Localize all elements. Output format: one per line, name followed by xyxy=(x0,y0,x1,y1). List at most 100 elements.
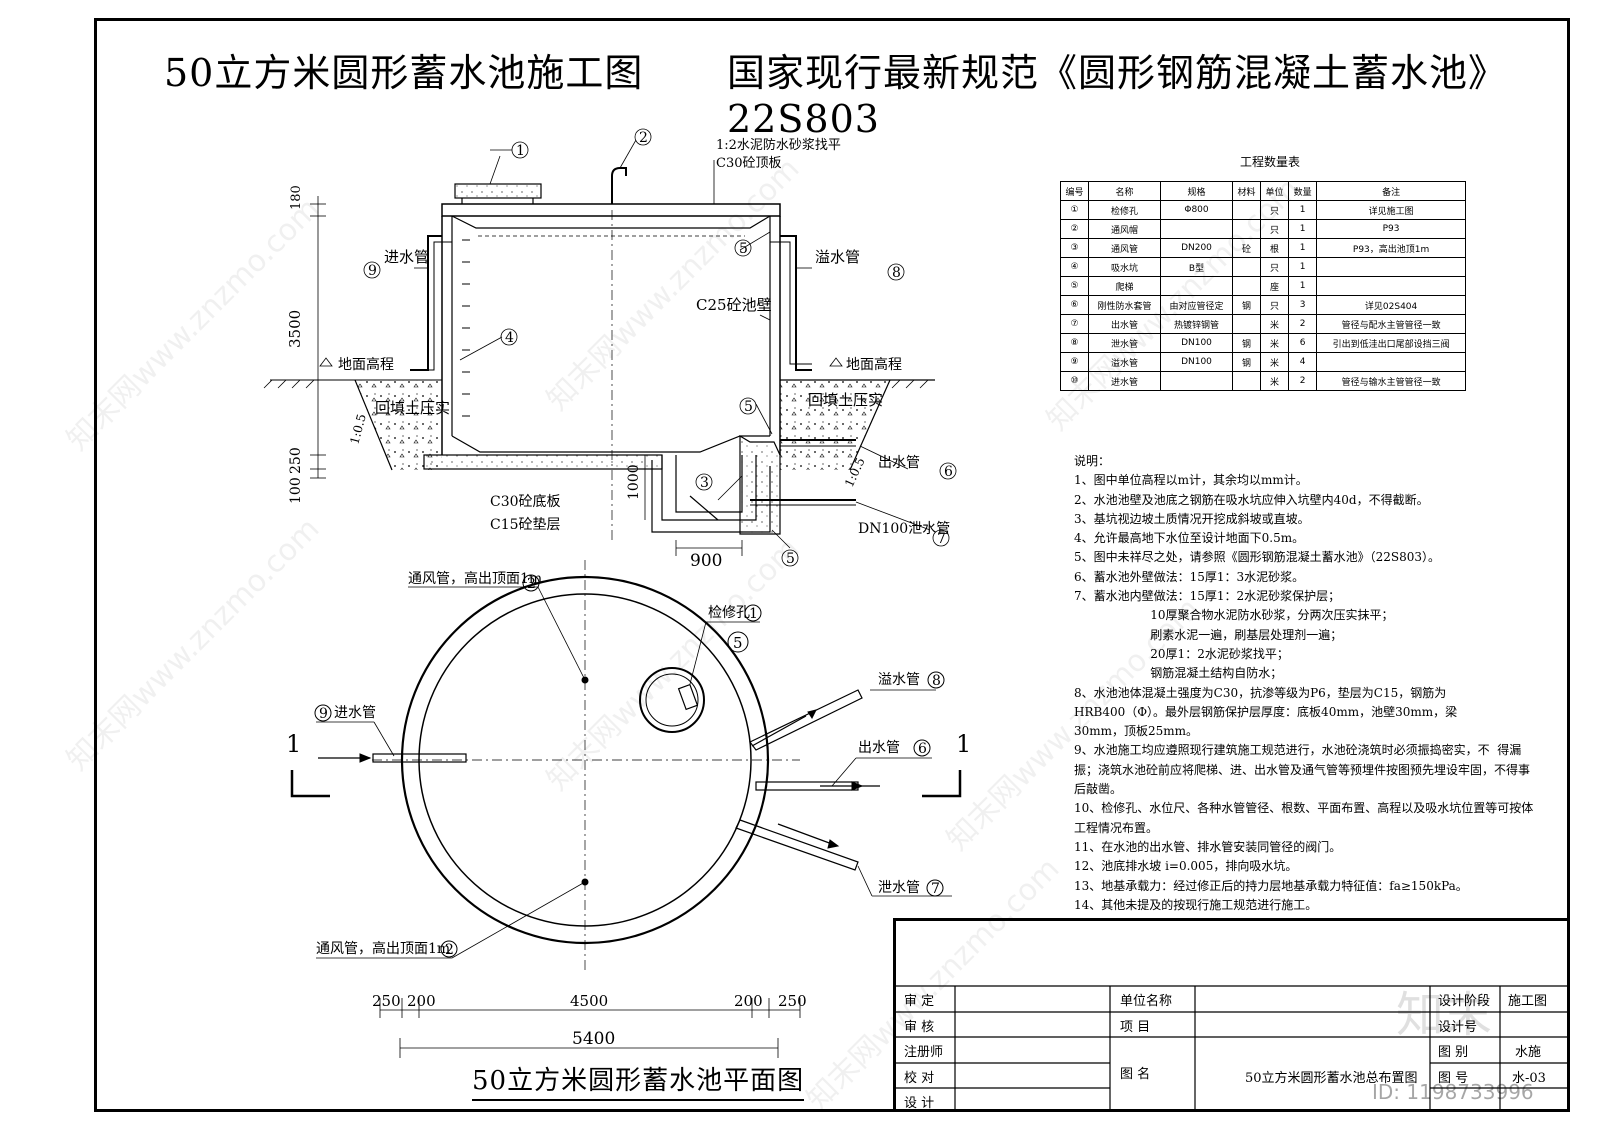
plan-outlet-label: 出水管 xyxy=(858,740,900,756)
svg-text:3: 3 xyxy=(700,475,709,491)
quantity-table-header: 编号 名称 规格 材料 单位 数量 备注 xyxy=(1059,181,1466,201)
roof-slab-callout: C30砼顶板 xyxy=(716,156,782,171)
section-balloons: 1 2 9 8 4 5 5 6 3 7 5 xyxy=(363,128,957,567)
note-line: 12、池底排水坡 i=0.005，排向吸水坑。 xyxy=(1074,859,1298,874)
tb-drawing-type-value: 水施 xyxy=(1515,1045,1542,1060)
svg-text:4: 4 xyxy=(505,330,514,346)
backfill-right: 回填土压实 xyxy=(808,391,883,409)
dim-4500: 4500 xyxy=(570,992,608,1010)
note-line: 2、水池池壁及池底之钢筋在吸水坑应伸入坑壁内40d，不得截断。 xyxy=(1074,492,1429,507)
note-line: 3、基坑视边坡土质情况开挖成斜坡或直坡。 xyxy=(1074,511,1310,526)
watermark-id: ID: 1198733996 xyxy=(1372,1080,1534,1104)
note-line: 6、蓄水池外壁做法：15厚1：3水泥砂浆。 xyxy=(1074,569,1305,584)
svg-text:2: 2 xyxy=(639,130,648,146)
tb-drawing-type-label: 图 别 xyxy=(1438,1045,1469,1060)
roof-callout: 1:2水泥防水砂浆找平 xyxy=(716,137,841,153)
title-block xyxy=(893,918,1568,1111)
tb-drawing-title: 50立方米圆形蓄水池总布置图 xyxy=(1245,1071,1418,1086)
ground-level-right: 地面高程 xyxy=(846,356,902,373)
inlet-pipe-label: 进水管 xyxy=(384,248,429,266)
svg-text:1: 1 xyxy=(749,606,758,622)
tb-design-no: 设计号 xyxy=(1438,1020,1478,1035)
svg-text:6: 6 xyxy=(944,464,953,480)
note-line: 5、图中未祥尽之处，请参照《圆形钢筋混凝土蓄水池》（22S803）。 xyxy=(1074,550,1441,565)
note-line: 8、水池池体混凝土强度为C30，抗渗等级为P6，垫层为C15，钢筋为 xyxy=(1074,685,1447,700)
dim-250-left: 250 xyxy=(372,992,401,1010)
tb-stage-value: 施工图 xyxy=(1508,994,1548,1009)
section-labels: 1:2水泥防水砂浆找平 C30砼顶板 进水管 溢水管 C25砼池壁 地面高程 地… xyxy=(286,137,950,571)
note-line: 10厚聚合物水泥防水砂浆，分两次压实抹平； xyxy=(1074,608,1394,623)
section-view xyxy=(263,139,935,556)
note-line: 10、检修孔、水位尺、各种水管管径、根数、平面布置、高程以及吸水坑位置等可按体 xyxy=(1074,801,1534,816)
svg-text:9: 9 xyxy=(319,706,328,722)
vent-bottom-label: 通风管，高出顶面1m xyxy=(316,940,450,957)
note-line: 30mm，顶板25mm。 xyxy=(1074,724,1199,739)
dim-1000: 1000 xyxy=(626,464,642,500)
drawing-title-left: 50立方米圆形蓄水池施工图 xyxy=(164,51,644,95)
watermark-logo: 知末 xyxy=(1396,987,1493,1043)
svg-text:2: 2 xyxy=(527,576,536,592)
tb-drawing-no-value: 水-03 xyxy=(1512,1071,1546,1086)
note-line: 钢筋混凝土结构自防水； xyxy=(1074,666,1283,681)
svg-text:5: 5 xyxy=(744,399,753,415)
tb-check: 审 核 xyxy=(904,1020,935,1035)
plan-drain-label: 泄水管 xyxy=(878,880,920,896)
note-line: 4、允许最高地下水位至设计地面下0.5m。 xyxy=(1074,531,1305,546)
slope-left: 1:0.5 xyxy=(347,412,368,445)
vent-top-label: 通风管，高出顶面1m xyxy=(408,570,542,587)
svg-text:7: 7 xyxy=(937,531,946,547)
dim-3500: 3500 xyxy=(286,310,304,348)
svg-text:8: 8 xyxy=(932,673,941,689)
tb-drawing-name: 图 名 xyxy=(1120,1067,1151,1082)
plan-balloons: 2 1 5 9 8 6 7 2 xyxy=(314,574,945,958)
section-mark-right: 1 xyxy=(956,730,971,758)
svg-text:5: 5 xyxy=(786,551,795,567)
dim-180: 180 xyxy=(289,185,304,210)
dim-250-right: 250 xyxy=(778,992,807,1010)
note-line: 1、图中单位高程以m计，其余均以mm计。 xyxy=(1074,473,1308,488)
design-notes: 说明： 1、图中单位高程以m计，其余均以mm计。 2、水池池壁及池底之钢筋在吸水… xyxy=(1074,452,1534,915)
tb-unit-name: 单位名称 xyxy=(1120,994,1173,1009)
plan-overflow-label: 溢水管 xyxy=(878,672,920,688)
note-line: 20厚1：2水泥砂浆找平； xyxy=(1074,646,1289,661)
tb-review: 审 定 xyxy=(904,994,935,1009)
title-block-grid xyxy=(893,985,1568,1112)
ground-level-left: 地面高程 xyxy=(338,356,394,373)
svg-text:7: 7 xyxy=(931,881,940,897)
svg-text:5: 5 xyxy=(733,634,743,652)
dim-100: 100 xyxy=(288,477,304,504)
note-line: 工程情况布置。 xyxy=(1074,820,1159,835)
tb-proof: 校 对 xyxy=(904,1071,935,1086)
svg-text:1: 1 xyxy=(516,143,525,159)
note-line: 振；浇筑水池砼前应将爬梯、进、出水管及通气管等预埋件按图预先埋设牢固，不得事 xyxy=(1074,762,1531,777)
plan-inlet-label: 进水管 xyxy=(334,705,376,721)
tb-design: 设 计 xyxy=(904,1096,935,1111)
note-line: 11、在水池的出水管、排水管安装同管径的阀门。 xyxy=(1074,839,1342,854)
svg-text:2: 2 xyxy=(445,942,454,958)
note-line: HRB400（Φ）。最外层钢筋保护层厚度：底板40mm，池壁30mm，梁 xyxy=(1074,704,1458,719)
note-line: 刷素水泥一遍，刷基层处理剂一遍； xyxy=(1074,627,1343,642)
svg-text:5: 5 xyxy=(739,241,748,257)
wall-label: C25砼池壁 xyxy=(696,296,772,314)
note-heading: 说明： xyxy=(1074,454,1111,468)
tb-project: 项 目 xyxy=(1120,1020,1151,1035)
section-mark-left: 1 xyxy=(286,730,301,758)
svg-text:6: 6 xyxy=(918,741,927,757)
drawing-frame xyxy=(94,18,1570,1112)
dim-5400: 5400 xyxy=(572,1029,615,1049)
svg-text:8: 8 xyxy=(892,265,901,281)
outlet-pipe-label: 出水管 xyxy=(878,455,920,471)
bottom-slab-label: C30砼底板 xyxy=(490,494,561,510)
tb-stage-label: 设计阶段 xyxy=(1438,994,1491,1009)
dim-200-left: 200 xyxy=(407,992,436,1010)
